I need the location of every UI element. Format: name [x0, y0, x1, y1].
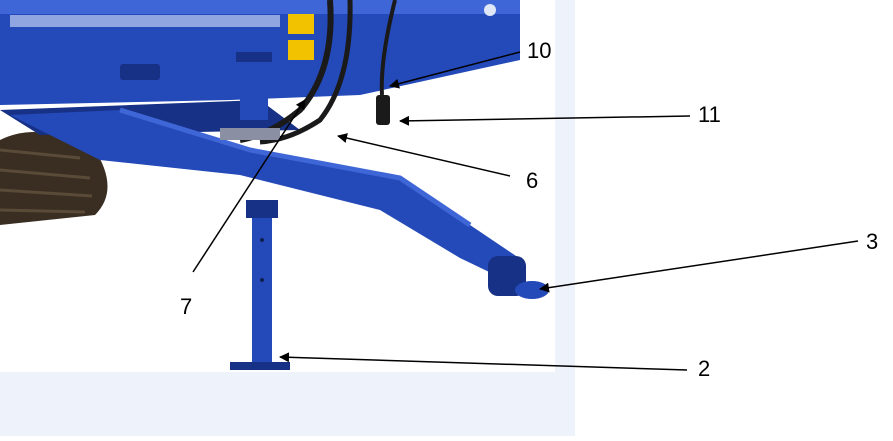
body-top-rail — [0, 0, 520, 14]
warning-label — [288, 40, 314, 60]
drawbar-arm — [10, 110, 525, 282]
jack-stand-leg — [252, 200, 272, 365]
callout-label-3: 3 — [866, 229, 879, 254]
callout-line-10 — [389, 51, 521, 89]
jack-stand-foot — [230, 362, 290, 370]
body-bracket — [120, 64, 160, 80]
callout-label-7: 7 — [180, 294, 193, 319]
callout-label-11: 11 — [698, 102, 721, 127]
jack-stand-pin-hole — [260, 238, 264, 242]
tire-tread — [0, 148, 93, 214]
callout-line-6 — [337, 133, 511, 177]
body-panel-highlight — [10, 15, 280, 27]
support-post-cap — [236, 52, 272, 62]
jack-stand-collar — [246, 200, 278, 218]
tire — [0, 132, 108, 225]
hitch-eye-housing — [488, 256, 526, 296]
callout-line-7 — [192, 99, 306, 273]
support-post — [240, 55, 268, 120]
callout-label-2: 2 — [698, 356, 711, 381]
warning-label — [288, 14, 314, 34]
callout-line-3 — [539, 240, 859, 293]
callout-label-6: 6 — [526, 168, 539, 193]
electrical-cable — [379, 0, 397, 96]
cable-plug — [376, 95, 390, 125]
body-bolt — [484, 4, 496, 16]
hydraulic-hose — [259, 0, 353, 145]
callout-line-2 — [279, 352, 688, 371]
hose-coupling — [220, 128, 280, 140]
callout-line-11 — [399, 115, 691, 126]
callout-label-10: 10 — [527, 38, 552, 63]
drawbar-top-edge — [119, 107, 472, 228]
hitch-eye — [515, 281, 549, 299]
jack-stand-pin-hole — [260, 278, 264, 282]
